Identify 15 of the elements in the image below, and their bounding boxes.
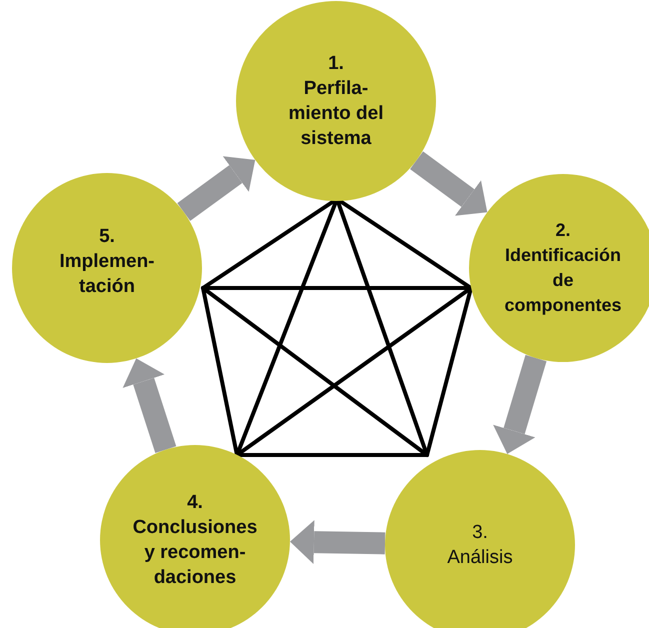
step-title: Implemen- tación (58, 250, 156, 298)
step-title: Conclusiones y recomen- daciones (132, 516, 258, 590)
step-number: 5. (99, 224, 115, 248)
block-arrow (177, 156, 256, 221)
block-arrow (410, 151, 488, 216)
step-number: 3. (472, 521, 488, 545)
step-number: 1. (328, 52, 344, 76)
block-arrow (493, 354, 547, 454)
block-arrow (290, 520, 386, 564)
step-title: Análisis (447, 546, 513, 570)
block-arrow (122, 358, 176, 453)
step-number: 2. (555, 219, 570, 242)
step-title: Perfila- miento del sistema (287, 77, 384, 151)
step-number: 4. (187, 491, 203, 515)
step-title: Identificación de componentes (503, 244, 623, 317)
